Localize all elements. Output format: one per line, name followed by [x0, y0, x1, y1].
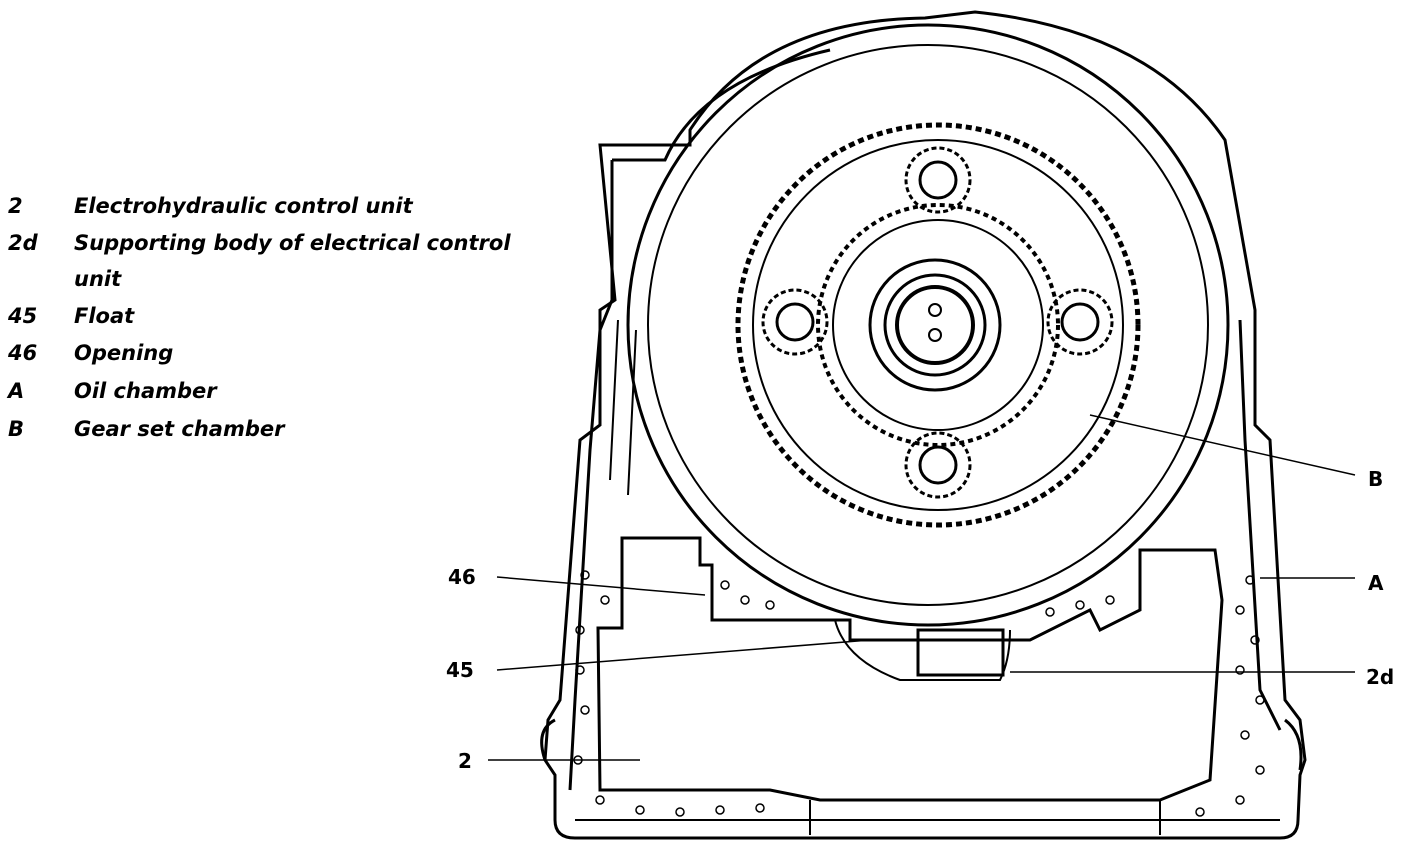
float [834, 619, 1011, 681]
legend-text: Float [74, 304, 135, 328]
planet-gear-bottom [904, 431, 972, 499]
ring-gear-outer [735, 122, 1141, 528]
legend-text: Oil chamber [74, 379, 217, 403]
legend-key: A [8, 379, 25, 403]
control-unit-body [596, 536, 1224, 802]
shaft-hole [928, 328, 942, 342]
leader-b [1089, 414, 1356, 476]
support-body [916, 628, 1005, 677]
oil-dots [573, 570, 1265, 817]
housing-outline [543, 10, 1307, 840]
planet-gear-right-hub [1060, 302, 1100, 342]
legend-key: 2d [8, 231, 38, 255]
leader-46 [496, 576, 706, 596]
callout-46: 46 [448, 565, 476, 589]
housing-inner-wall [568, 48, 1282, 791]
callout-2d: 2d [1366, 665, 1394, 689]
sun-gear-inner [832, 219, 1044, 431]
shaft-outer [868, 258, 1002, 392]
planet-gear-bottom-hub [918, 445, 958, 485]
legend-text: Opening [74, 341, 174, 365]
planet-gear-top-hub [918, 160, 958, 200]
planet-gear-right [1046, 288, 1114, 356]
ring-gear-inner [752, 139, 1124, 511]
legend-text: Electrohydraulic control unit [74, 194, 413, 218]
shaft-inner [895, 285, 975, 365]
planet-gear-top [904, 146, 972, 214]
shaft-hole [928, 303, 942, 317]
callout-a: A [1368, 571, 1384, 595]
legend-key: B [8, 417, 25, 441]
left-clip [540, 718, 556, 761]
sun-gear [816, 203, 1060, 447]
legend-text-continued: unit [74, 267, 122, 291]
callout-b: B [1368, 467, 1383, 491]
callout-2: 2 [458, 749, 472, 773]
legend: 2 Electrohydraulic control unit 2d Suppo… [0, 0, 560, 460]
leader-45 [496, 639, 871, 671]
legend-key: 45 [8, 304, 38, 328]
right-clip [1284, 718, 1303, 771]
drum-inner-ring [647, 44, 1209, 606]
legend-text: Supporting body of electrical control [74, 231, 511, 255]
shaft-mid [883, 273, 987, 377]
planet-gear-left [761, 288, 829, 356]
oil-return-channel [609, 319, 637, 496]
oil-pan [575, 800, 1280, 835]
legend-text: Gear set chamber [74, 417, 285, 441]
legend-key: 2 [8, 194, 23, 218]
legend-key: 46 [8, 341, 38, 365]
callout-45: 45 [446, 658, 474, 682]
outer-drum [626, 23, 1230, 627]
planet-gear-left-hub [775, 302, 815, 342]
